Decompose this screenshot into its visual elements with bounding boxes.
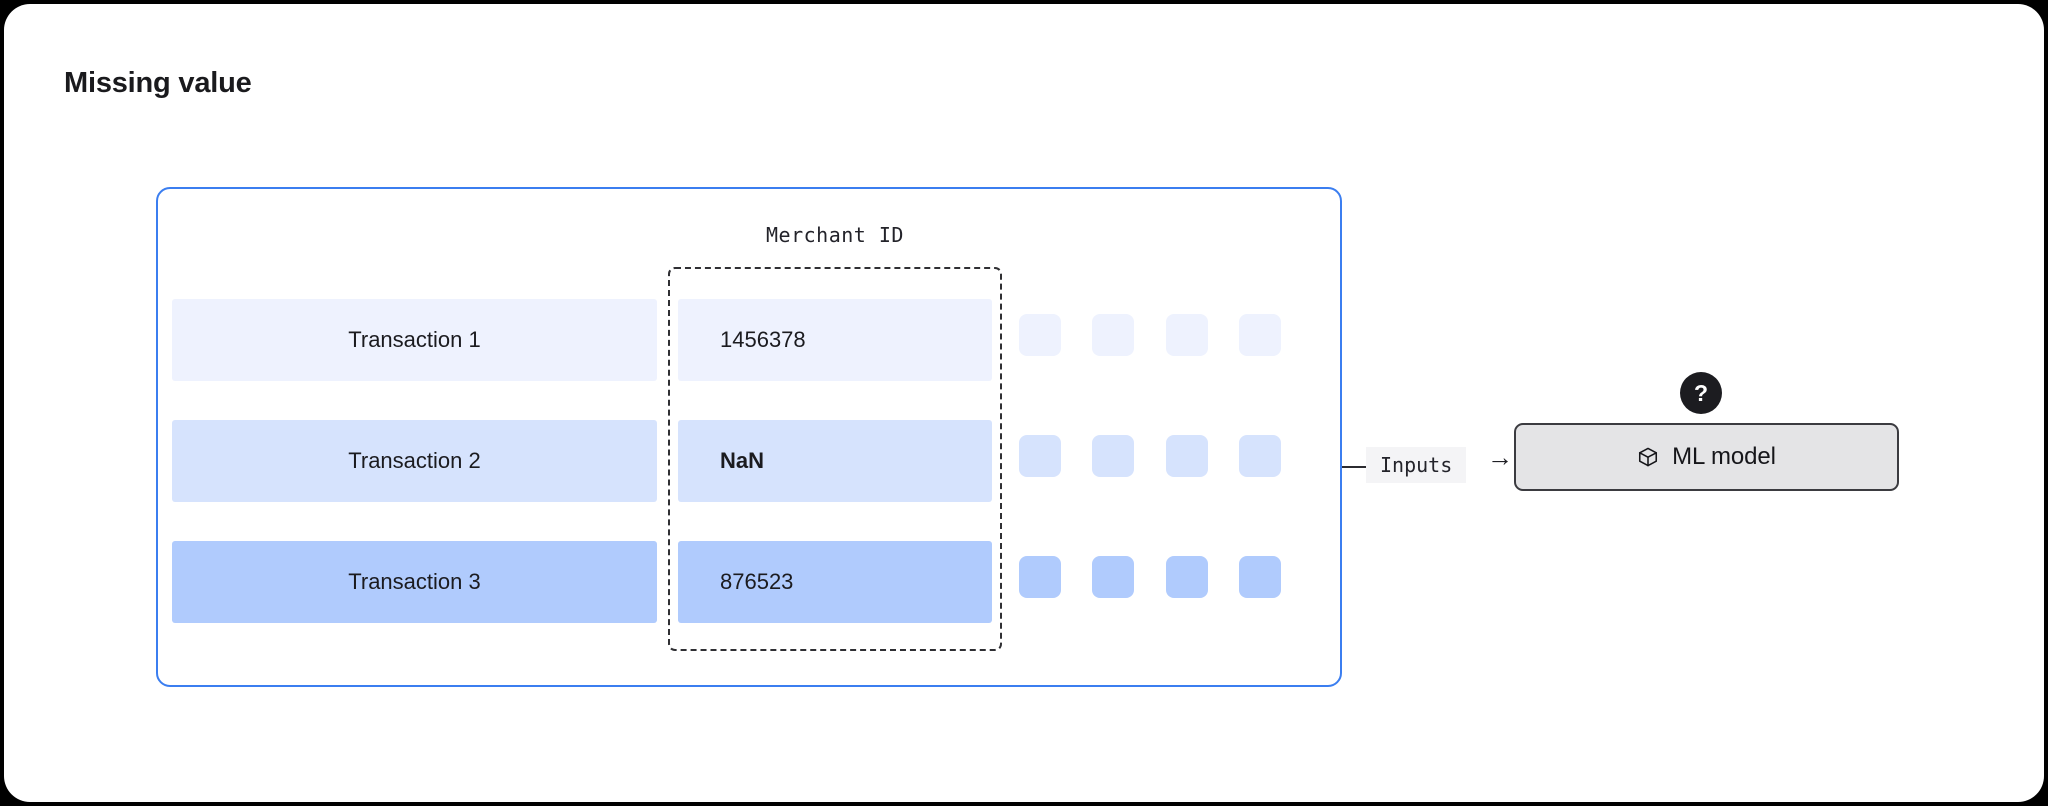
feature-chips: [1019, 314, 1319, 366]
feature-chip: [1166, 556, 1208, 598]
feature-chip: [1019, 556, 1061, 598]
table-row[interactable]: Transaction 1 1456378: [158, 299, 1340, 381]
cube-icon: [1637, 446, 1659, 468]
merchant-id-value: 876523: [678, 541, 992, 623]
merchant-id-value: 1456378: [678, 299, 992, 381]
question-mark-badge: ?: [1680, 372, 1722, 414]
merchant-id-value: NaN: [678, 420, 992, 502]
feature-chips: [1019, 435, 1319, 487]
ml-model-box[interactable]: ML model: [1514, 423, 1899, 491]
feature-chip: [1019, 435, 1061, 477]
feature-chip: [1166, 435, 1208, 477]
page-title: Missing value: [64, 67, 252, 99]
ml-model-label: ML model: [1672, 443, 1776, 470]
feature-chip: [1166, 314, 1208, 356]
transaction-label: Transaction 3: [172, 541, 657, 623]
arrow-right-icon: →: [1487, 442, 1513, 472]
data-panel: Merchant ID Transaction 1 1456378 Transa…: [156, 187, 1342, 687]
app-frame: Missing value Merchant ID Transaction 1 …: [4, 4, 2044, 802]
feature-chip: [1239, 314, 1281, 356]
table-row[interactable]: Transaction 2 NaN: [158, 420, 1340, 502]
flow-connector-line: [1342, 466, 1370, 468]
feature-chip: [1019, 314, 1061, 356]
table-row[interactable]: Transaction 3 876523: [158, 541, 1340, 623]
column-header-merchant-id: Merchant ID: [766, 223, 904, 247]
feature-chip: [1092, 435, 1134, 477]
feature-chip: [1239, 556, 1281, 598]
feature-chips: [1019, 556, 1319, 608]
feature-chip: [1092, 314, 1134, 356]
transaction-label: Transaction 1: [172, 299, 657, 381]
inputs-label: Inputs: [1366, 447, 1467, 483]
transaction-label: Transaction 2: [172, 420, 657, 502]
feature-chip: [1092, 556, 1134, 598]
transactions-table: Transaction 1 1456378 Transaction 2 NaN: [158, 189, 1340, 685]
feature-chip: [1239, 435, 1281, 477]
